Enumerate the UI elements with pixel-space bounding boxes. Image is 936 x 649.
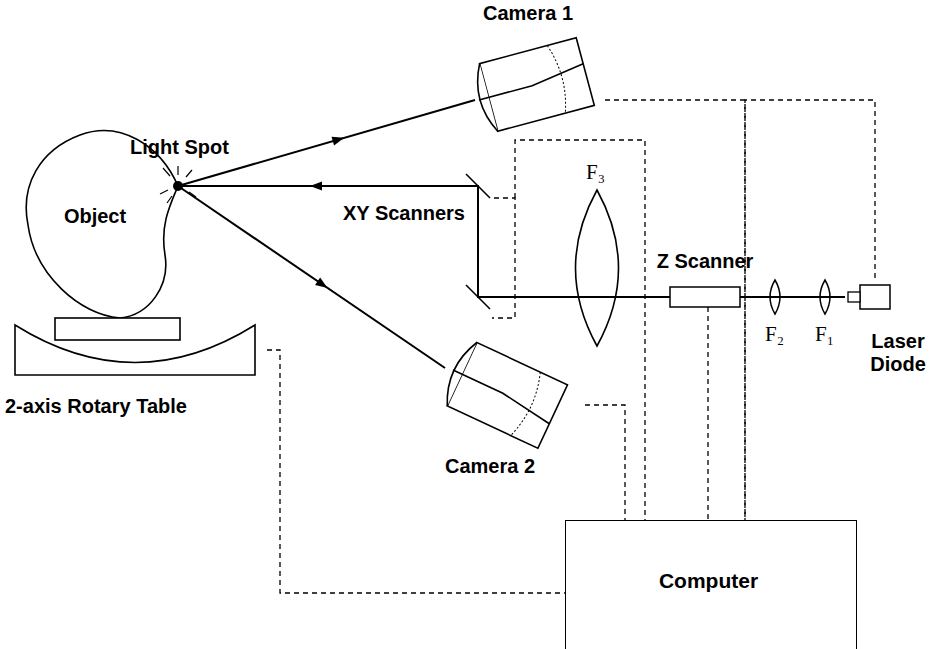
laser-body [860,285,890,309]
z-scanner-symbol [670,287,740,307]
signal-wire [605,100,745,520]
signal-wire [745,100,875,520]
lens-label: F₁ [815,322,834,346]
arrowhead [332,137,345,146]
arrowhead [315,277,327,287]
camera-symbol [438,338,567,448]
part-label: XY Scanners [343,202,465,225]
rotary-table: 2-axis Rotary Table [5,300,267,425]
laser-aperture [848,292,860,302]
camera-symbol [470,38,594,134]
node-label: Object [20,205,170,228]
node-label: Z Scanner [655,250,755,273]
signal-wire [585,405,625,520]
lens-label: F₂ [765,322,784,346]
node-label: Laser Diode [865,330,931,376]
part-label: Light Spot [130,136,229,159]
camera: Camera 1 [475,0,605,150]
node-label: Computer [566,569,851,593]
camera: Camera 2 [445,330,585,480]
lens [576,190,619,346]
signal-wire [708,307,709,520]
node-label: Camera 1 [483,2,573,25]
computer-box: Computer [565,520,857,649]
scanner-wire [492,198,515,318]
laser-diode: Laser Diode [845,278,935,373]
lens-label: F₃ [586,160,605,184]
scanner-box: Z Scanner [655,250,761,307]
table-platform [55,318,180,340]
node-label: Camera 2 [445,455,535,478]
node-label: 2-axis Rotary Table [5,395,187,418]
arrowhead [310,182,322,191]
